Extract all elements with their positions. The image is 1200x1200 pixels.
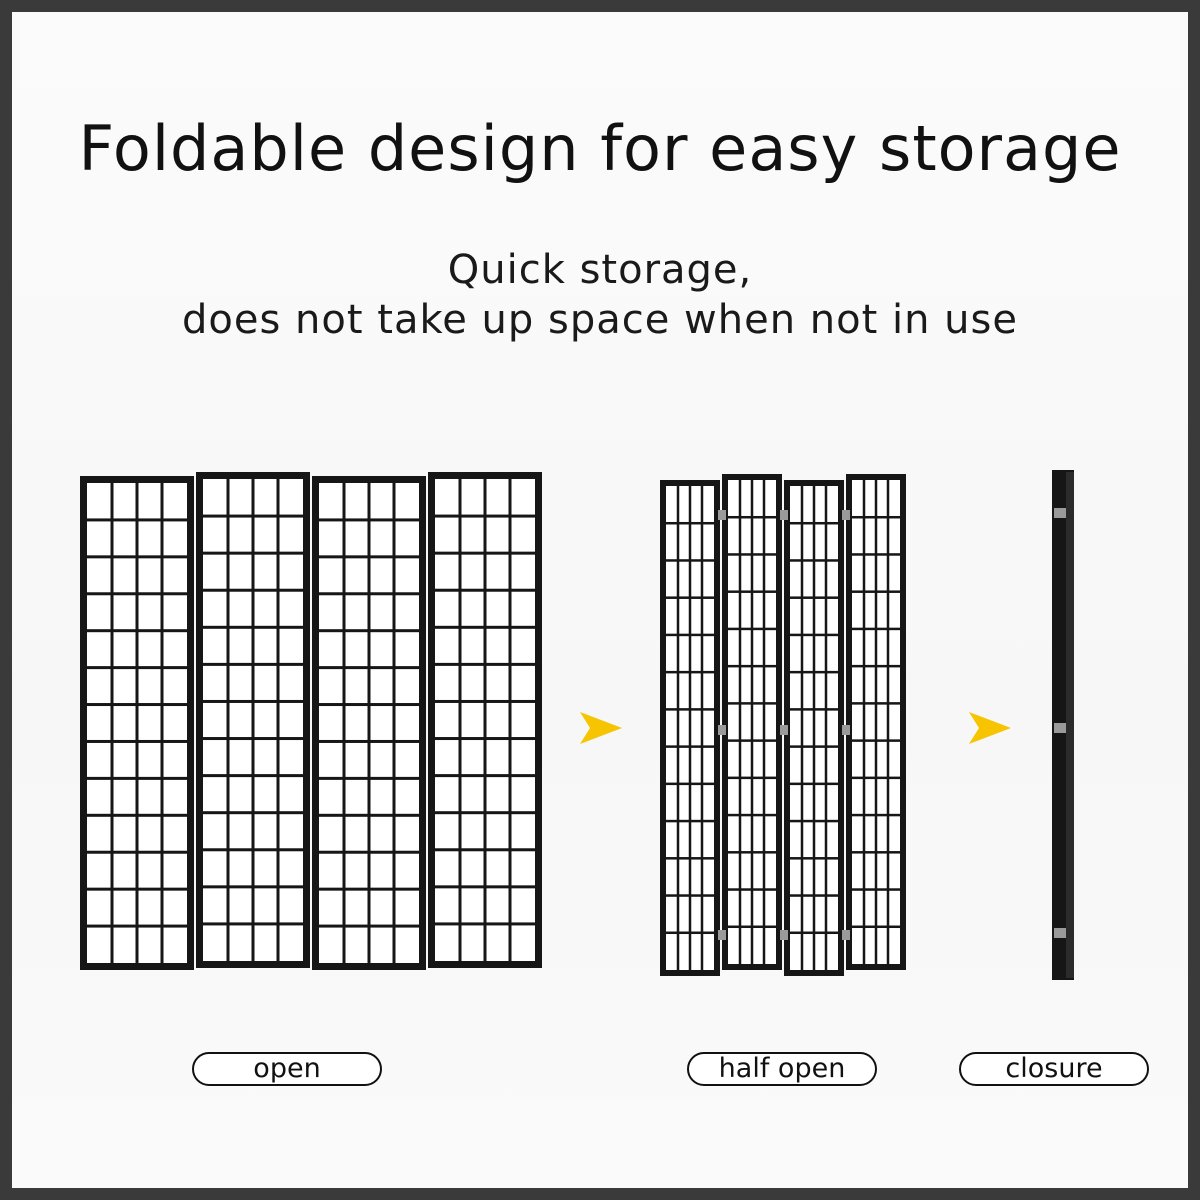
hinge — [780, 510, 788, 520]
hinge — [780, 930, 788, 940]
hinge — [718, 930, 726, 940]
subtitle: Quick storage, does not take up space wh… — [12, 245, 1188, 345]
open-panel — [196, 472, 310, 968]
open-panel — [428, 472, 542, 968]
hinge — [842, 510, 850, 520]
closed-screen-illustration — [1052, 470, 1074, 980]
hinge — [842, 930, 850, 940]
half-open-screen-illustration — [660, 474, 906, 976]
hinge — [718, 725, 726, 735]
right-arrow-icon — [580, 712, 622, 744]
half-open-panel — [784, 480, 844, 976]
half-open-panel — [846, 474, 906, 970]
page-title: Foldable design for easy storage — [78, 112, 1122, 185]
product-image-panel: Foldable design for easy storage Quick s… — [12, 12, 1188, 1188]
open-label: open — [192, 1052, 382, 1086]
hinge — [780, 725, 788, 735]
right-arrow-icon — [969, 712, 1011, 744]
open-screen-illustration — [80, 472, 542, 970]
hinge — [842, 725, 850, 735]
closure-label: closure — [959, 1052, 1149, 1086]
open-panel — [80, 476, 194, 970]
subtitle-line-1: Quick storage, — [447, 247, 753, 293]
half-open-label: half open — [687, 1052, 877, 1086]
half-open-panel — [660, 480, 720, 976]
open-panel — [312, 476, 426, 970]
subtitle-line-2: does not take up space when not in use — [182, 297, 1018, 343]
hinge — [718, 510, 726, 520]
half-open-panel — [722, 474, 782, 970]
